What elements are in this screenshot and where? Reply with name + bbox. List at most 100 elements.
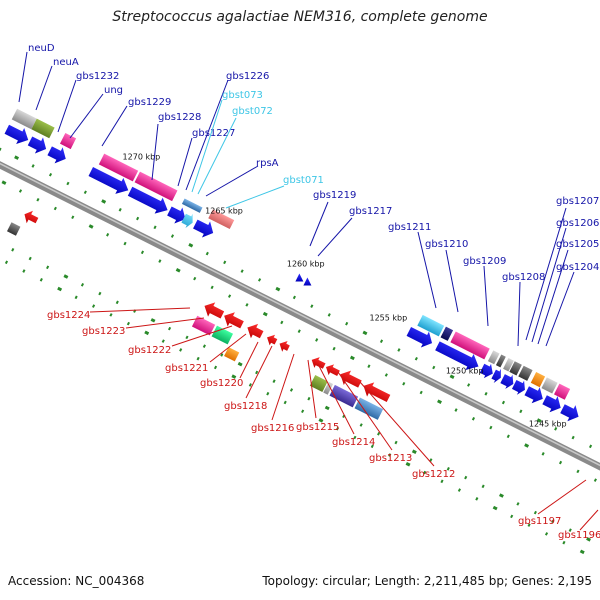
gene-box[interactable]: [440, 326, 454, 341]
gene-label-gbs1232[interactable]: gbs1232: [76, 71, 119, 82]
gene-label-gbs1223[interactable]: gbs1223: [82, 326, 125, 337]
gene-box[interactable]: [134, 171, 178, 202]
gene-label-gbst071[interactable]: gbst071: [283, 175, 324, 186]
gene-label-gbs1210[interactable]: gbs1210: [425, 239, 468, 250]
gene-box[interactable]: [541, 377, 558, 394]
gene-label-gbs1227[interactable]: gbs1227: [192, 128, 235, 139]
gene-box[interactable]: [495, 354, 506, 368]
gene-arrow[interactable]: [511, 377, 529, 397]
gene-label-ung[interactable]: ung: [104, 85, 123, 96]
gene-arrow[interactable]: [478, 361, 496, 381]
gene-box[interactable]: [530, 371, 546, 388]
gene-label-gbs1221[interactable]: gbs1221: [165, 363, 208, 374]
gene-arrow[interactable]: [309, 354, 327, 371]
gene-label-gbs1219[interactable]: gbs1219: [313, 190, 356, 201]
gene-label-gbs1207[interactable]: gbs1207: [556, 196, 599, 207]
gene-label-gbs1229[interactable]: gbs1229: [128, 97, 171, 108]
gene-arrow[interactable]: [3, 121, 33, 148]
gene-box[interactable]: [59, 132, 77, 150]
gene-label-neua[interactable]: neuA: [53, 57, 79, 68]
gene-arrow[interactable]: [490, 367, 504, 385]
gene-label-gbs1214[interactable]: gbs1214: [332, 437, 375, 448]
gene-arrow[interactable]: [405, 323, 436, 351]
gene-label-gbs1212[interactable]: gbs1212: [412, 469, 455, 480]
gene-arrow[interactable]: [277, 338, 291, 353]
gene-label-gbs1226[interactable]: gbs1226: [226, 71, 269, 82]
gene-box[interactable]: [417, 314, 445, 337]
gene-arrow[interactable]: [541, 392, 565, 416]
gene-box[interactable]: [503, 358, 514, 372]
gene-box[interactable]: [329, 384, 359, 408]
gene-label-gbs1196[interactable]: gbs1196: [558, 530, 600, 541]
gene-arrow[interactable]: [46, 143, 70, 167]
gene-arrow[interactable]: [21, 208, 40, 227]
gene-label-gbs1218[interactable]: gbs1218: [224, 401, 267, 412]
gene-label-rpsa[interactable]: rpsA: [256, 158, 279, 169]
gene-label-gbs1211[interactable]: gbs1211: [388, 222, 431, 233]
gene-label-gbs1228[interactable]: gbs1228: [158, 112, 201, 123]
gene-label-gbs1208[interactable]: gbs1208: [502, 272, 545, 283]
gene-arrow[interactable]: [165, 203, 189, 227]
scale-tick: [419, 390, 423, 395]
gene-box[interactable]: [191, 315, 216, 336]
gene-label-gbs1222[interactable]: gbs1222: [128, 345, 171, 356]
gene-arrow[interactable]: [323, 362, 341, 379]
gene-box[interactable]: [224, 347, 240, 362]
gene-arrow[interactable]: [244, 320, 265, 341]
gene-arrow[interactable]: [433, 338, 482, 375]
gene-label-neud[interactable]: neuD: [28, 43, 55, 54]
gene-arrow[interactable]: [221, 309, 246, 332]
gene-label-gbs1217[interactable]: gbs1217: [349, 206, 392, 217]
gene-arrow[interactable]: [523, 383, 547, 407]
gene-arrow[interactable]: [26, 133, 50, 157]
gene-box[interactable]: [211, 325, 234, 345]
gene-arrow[interactable]: [303, 277, 312, 286]
gene-arrow[interactable]: [360, 379, 392, 406]
gene-label-gbs1220[interactable]: gbs1220: [200, 378, 243, 389]
gene-label-gbs1206[interactable]: gbs1206: [556, 218, 599, 229]
leader-line: [317, 363, 355, 435]
gene-box[interactable]: [309, 375, 328, 393]
gene-label-gbs1224[interactable]: gbs1224: [47, 310, 90, 321]
gene-label-gbs1205[interactable]: gbs1205: [556, 239, 599, 250]
gene-box[interactable]: [98, 153, 139, 182]
gene-box[interactable]: [554, 383, 571, 400]
gene-arrow[interactable]: [337, 367, 364, 391]
gene-label-gbs1213[interactable]: gbs1213: [369, 453, 412, 464]
gene-arrow[interactable]: [499, 371, 517, 391]
gene-label-gbs1209[interactable]: gbs1209: [463, 256, 506, 267]
leader-line: [18, 51, 28, 103]
gene-box[interactable]: [31, 118, 55, 139]
gene-label-gbs1215[interactable]: gbs1215: [296, 422, 339, 433]
leader-line: [579, 509, 599, 531]
gene-label-gbst072[interactable]: gbst072: [232, 106, 273, 117]
gene-arrow[interactable]: [264, 332, 278, 347]
scale-tick: [74, 295, 78, 300]
gene-label-gbst073[interactable]: gbst073: [222, 90, 263, 101]
gene-arrow[interactable]: [191, 216, 217, 241]
gene-arrow[interactable]: [295, 273, 304, 282]
gene-box[interactable]: [181, 198, 203, 213]
gene-arrow[interactable]: [126, 183, 172, 218]
gene-box[interactable]: [518, 365, 533, 381]
scale-tick: [554, 427, 558, 431]
gene-box[interactable]: [208, 209, 235, 230]
gene-box[interactable]: [450, 331, 490, 360]
gene-label-gbs1216[interactable]: gbs1216: [251, 423, 294, 434]
gene-box[interactable]: [6, 222, 21, 236]
gene-box[interactable]: [323, 381, 334, 395]
scale-tick: [18, 189, 23, 193]
gene-arrow[interactable]: [87, 163, 133, 198]
gene-arrow[interactable]: [201, 299, 226, 322]
scale-tick: [213, 365, 218, 370]
gene-arrow[interactable]: [558, 401, 582, 425]
gene-box[interactable]: [509, 361, 522, 376]
gene-box[interactable]: [487, 350, 500, 365]
scale-tick: [292, 295, 296, 300]
gene-arrow[interactable]: [180, 211, 196, 230]
gene-label-gbs1197[interactable]: gbs1197: [518, 516, 561, 527]
forward-gene-labels: neuD neuA gbs1232 ung gbs1229 gbs1228 gb…: [18, 43, 599, 347]
gene-box[interactable]: [11, 108, 37, 130]
gene-box[interactable]: [354, 397, 384, 420]
gene-label-gbs1204[interactable]: gbs1204: [556, 262, 599, 273]
